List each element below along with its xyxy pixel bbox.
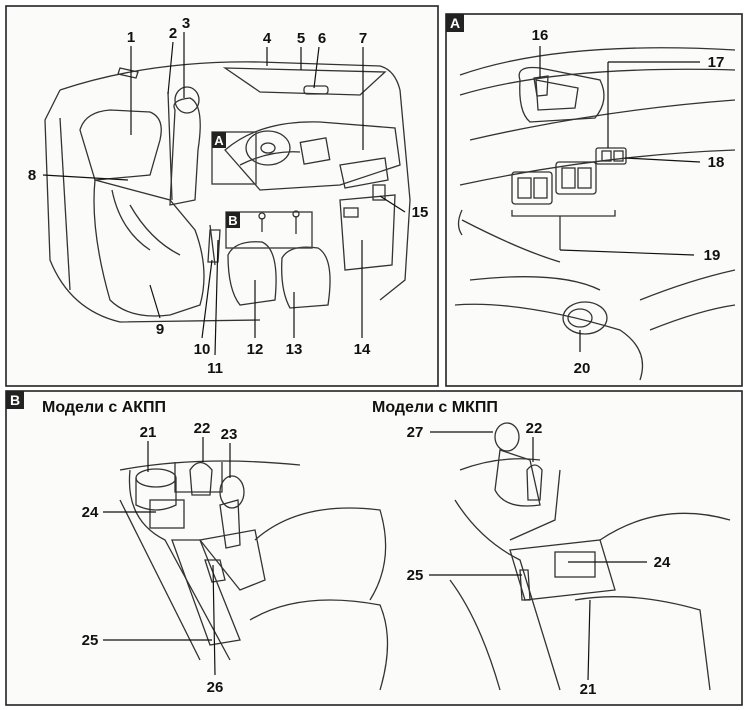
- callout-24-mt: 24: [654, 554, 671, 571]
- panel-a-leader-lines: [539, 46, 701, 352]
- callout-13: 13: [286, 341, 303, 358]
- main-inset-labels: A B: [212, 132, 240, 228]
- car-interior-drawing: [44, 61, 411, 323]
- callout-25-mt: 25: [407, 567, 424, 584]
- callout-6: 6: [318, 30, 326, 47]
- callout-16: 16: [532, 27, 549, 44]
- panel-a-callout-labels: 16 17 18 19 20: [532, 27, 725, 377]
- callout-18: 18: [708, 154, 725, 171]
- callout-8: 8: [28, 167, 36, 184]
- inset-b-marker: [226, 212, 240, 228]
- inset-a-label: A: [214, 133, 224, 148]
- panel-b-leader-lines: [103, 431, 647, 681]
- mt-models-title: Модели с МКПП: [372, 399, 498, 416]
- panel-b-tag: B: [6, 391, 24, 409]
- at-models-title: Модели с АКПП: [42, 399, 167, 416]
- callout-25-at: 25: [82, 632, 99, 649]
- panel-b-frame: [5, 390, 743, 706]
- callout-3: 3: [182, 15, 190, 32]
- door-panel-drawing: [454, 47, 736, 381]
- callout-12: 12: [247, 341, 264, 358]
- callout-11: 11: [207, 360, 223, 377]
- callout-5: 5: [297, 30, 305, 47]
- panel-b-callout-labels: 21 22 23 24 25 26 27 22 24 25 21: [82, 420, 671, 698]
- callout-2: 2: [169, 25, 177, 42]
- panel-a-tag: A: [446, 14, 464, 32]
- callout-26-at: 26: [207, 679, 224, 696]
- callout-4: 4: [263, 30, 272, 47]
- callout-10: 10: [194, 341, 211, 358]
- callout-7: 7: [359, 30, 367, 47]
- inset-a-marker: [212, 132, 226, 148]
- callout-24-at: 24: [82, 504, 99, 521]
- callout-27-mt: 27: [407, 424, 424, 441]
- callout-23-at: 23: [221, 426, 238, 443]
- callout-19: 19: [704, 247, 721, 264]
- callout-14: 14: [354, 341, 371, 358]
- callout-17: 17: [708, 54, 725, 71]
- callout-9: 9: [156, 321, 164, 338]
- callout-20: 20: [574, 360, 591, 377]
- callout-21-mt: 21: [580, 681, 597, 698]
- panel-a-frame: [445, 13, 743, 387]
- callout-15: 15: [412, 204, 429, 221]
- callout-1: 1: [127, 29, 135, 46]
- panel-main-frame: [5, 5, 439, 387]
- main-callout-labels: 1 2 3 4 5 6 7 8 9 10 11 12 13 14 15: [28, 15, 429, 377]
- mt-console-drawing: [449, 422, 731, 691]
- callout-22-mt: 22: [526, 420, 543, 437]
- callout-22-at: 22: [194, 420, 211, 437]
- callout-21-at: 21: [140, 424, 157, 441]
- at-console-drawing: [119, 460, 389, 691]
- inset-b-label: B: [228, 213, 237, 228]
- main-leader-lines: [42, 32, 406, 356]
